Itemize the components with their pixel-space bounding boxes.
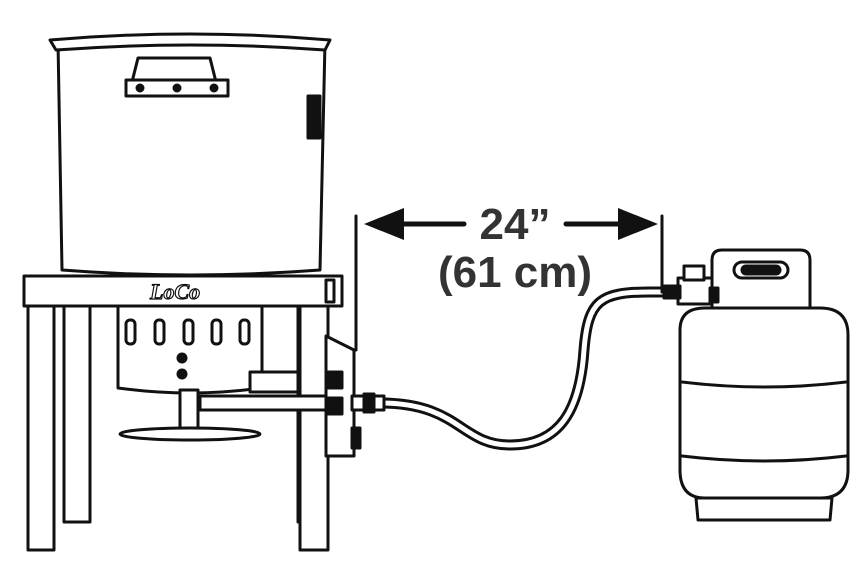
vent-slot (210, 318, 223, 346)
tank-valve (676, 276, 714, 306)
hose-outline (374, 286, 678, 451)
control-knob (324, 396, 344, 416)
rivet (209, 83, 219, 93)
stand-front-leg (298, 298, 330, 552)
valve-handwheel (682, 264, 706, 282)
valve-bracket (248, 370, 300, 394)
vent-slot (182, 318, 195, 346)
burner-cage (116, 298, 264, 395)
igniter (350, 426, 362, 450)
arrowhead-right (618, 208, 658, 240)
frame-latch (324, 278, 336, 304)
regulator-connector (662, 284, 682, 300)
tank-body (678, 306, 850, 500)
collar-handle-grip (740, 264, 782, 276)
rivet (176, 368, 188, 380)
burner-base-plate (118, 426, 262, 442)
dimension-secondary-label: (61 cm) (438, 248, 592, 297)
hose-nut (362, 392, 376, 414)
rivet (172, 83, 182, 93)
propane-tank (662, 248, 850, 522)
stock-pot (48, 32, 332, 277)
tank-foot-ring (694, 496, 834, 522)
dimension-primary-label: 24” (480, 200, 551, 249)
dimension-annotation (354, 208, 664, 352)
pot-side-clip (306, 94, 322, 140)
stand-front-leg (26, 298, 56, 552)
tank-seam (680, 454, 848, 463)
brand-logo: LoCo (149, 279, 200, 304)
pot-handle (130, 56, 218, 84)
vent-slot (153, 318, 166, 346)
tank-seam (680, 380, 848, 389)
pot-rim (48, 32, 332, 52)
control-panel (324, 334, 356, 458)
burner-stand (22, 274, 362, 552)
rivet (135, 83, 145, 93)
burner-stem (178, 388, 200, 434)
valve-outlet (708, 286, 720, 304)
stand-back-leg (62, 298, 92, 524)
rivet (176, 352, 188, 364)
gas-hose (374, 286, 678, 451)
vent-slot (238, 318, 251, 346)
control-knob (324, 370, 344, 390)
vent-slot (124, 318, 137, 346)
stand-top-frame (22, 274, 344, 308)
arrowhead-left (364, 208, 404, 240)
hose-core (377, 289, 675, 448)
